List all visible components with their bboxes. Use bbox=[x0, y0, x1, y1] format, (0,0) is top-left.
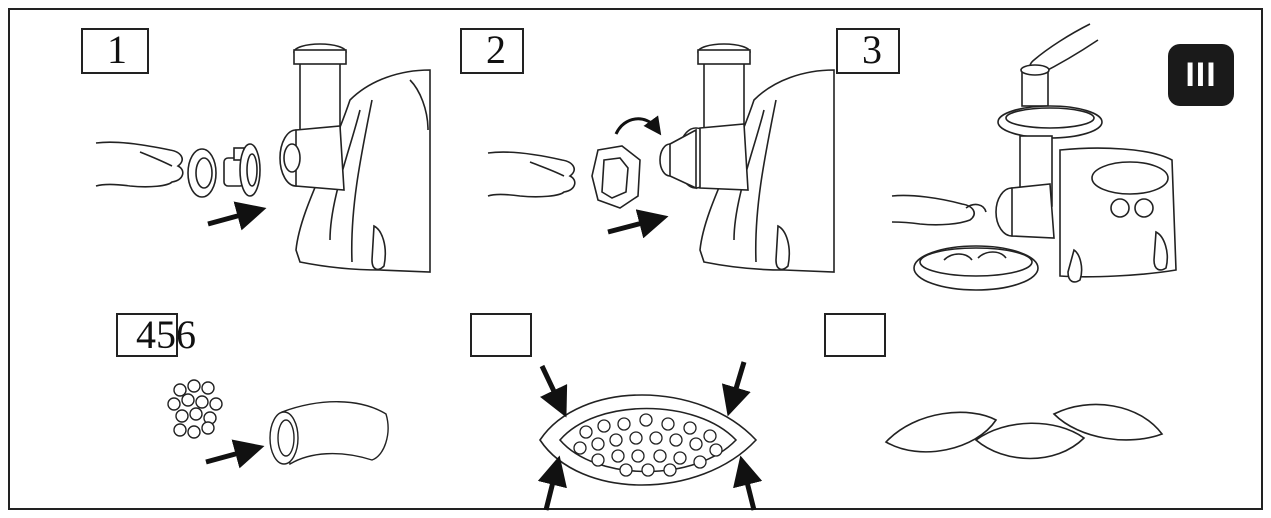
arrow-icon bbox=[744, 470, 754, 510]
step-number-box-6 bbox=[824, 313, 886, 357]
step-3-illustration bbox=[892, 24, 1176, 290]
arrow-icon bbox=[546, 470, 556, 510]
stuffing-balls-icon bbox=[168, 380, 222, 438]
step-6-illustration bbox=[886, 404, 1162, 458]
arrow-icon bbox=[732, 362, 744, 402]
step-number-box-2: 2 bbox=[460, 28, 524, 74]
step-5-illustration bbox=[540, 362, 756, 510]
arrow-icon bbox=[208, 212, 252, 224]
arrow-icon bbox=[608, 220, 654, 232]
kibbe-shell-icon bbox=[270, 402, 388, 464]
step-number-box-4: 456 bbox=[116, 313, 178, 357]
arrow-icon bbox=[542, 366, 560, 404]
section-badge: III bbox=[1168, 44, 1234, 106]
step-2-illustration bbox=[488, 44, 834, 272]
hand-icon bbox=[892, 195, 974, 224]
step-4-illustration bbox=[168, 380, 388, 464]
meat-grinder-icon bbox=[280, 44, 430, 272]
step-1-illustration bbox=[96, 44, 430, 272]
oval-patty-icon bbox=[976, 423, 1084, 458]
meat-grinder-icon bbox=[660, 44, 834, 272]
step-number-box-1: 1 bbox=[81, 28, 149, 74]
step-number-box-5 bbox=[470, 313, 532, 357]
rotate-arrow-icon bbox=[616, 119, 656, 134]
step-number-box-3: 3 bbox=[836, 28, 900, 74]
oval-patty-icon bbox=[886, 412, 996, 452]
arrow-icon bbox=[206, 450, 250, 462]
